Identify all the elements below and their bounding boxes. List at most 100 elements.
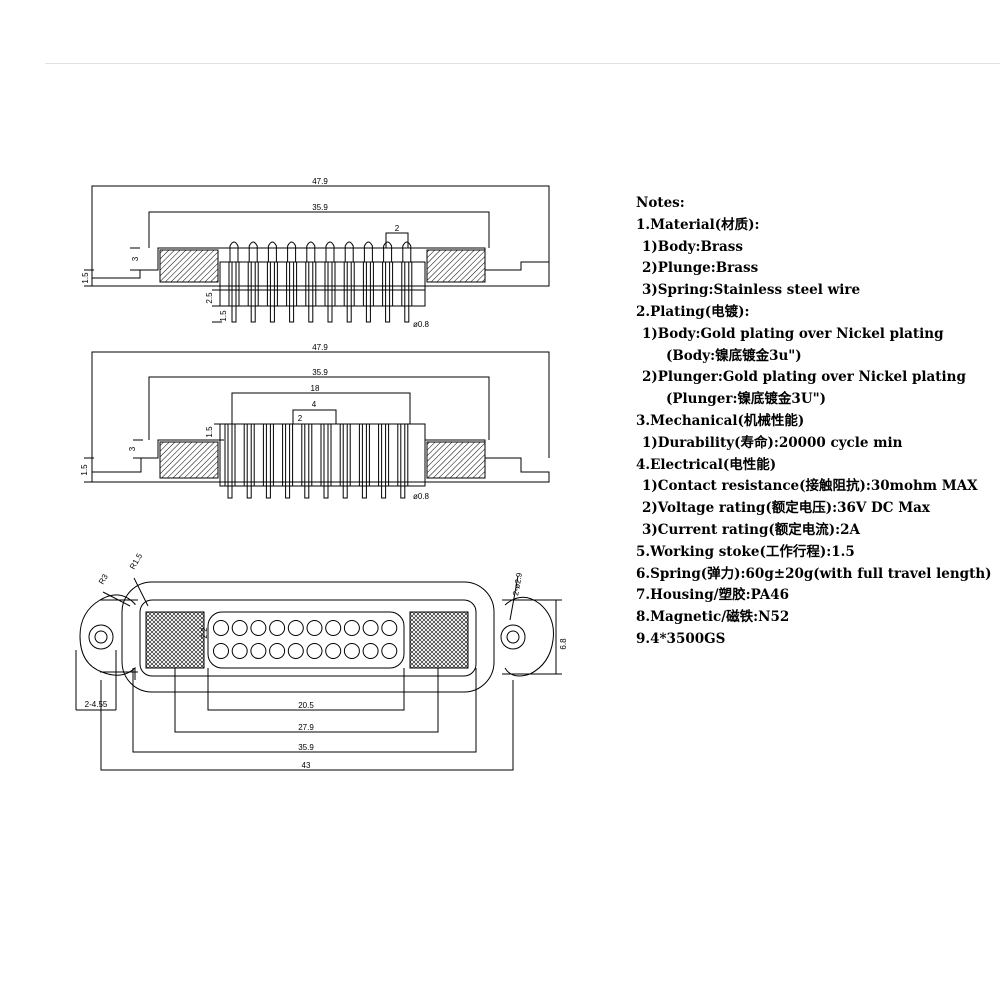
dim-height-1-5: 1.5 [81,272,90,284]
dim-height-6-8: 6.8 [559,638,568,650]
dim-pin-pitch: 2 [395,224,400,233]
notes-title: Notes: [636,195,685,211]
note-plating-body-cn: (Body:镍底镀金3u") [666,347,802,364]
note-working-stroke: 5.Working stoke(工作行程):1.5 [636,543,855,560]
dim-pin-diameter: ø0.8 [413,320,430,329]
front-pin-head [267,241,277,262]
front-pin-tail [289,305,295,323]
front-pin-tail [346,305,352,323]
note-spring-force: 6.Spring(弹力):60g±20g(with full travel le… [636,565,992,582]
note-housing: 7.Housing/塑胶:PA46 [636,587,789,604]
dim-side-pin-diameter: ø0.8 [413,492,430,501]
bottom-view [75,575,562,771]
side-pin-tail [323,485,329,499]
bottom-pin-contact [213,620,229,636]
bottom-pin-contact [362,620,379,636]
bottom-pin-contact [250,643,267,659]
side-pin-barrel [378,423,390,487]
bottom-pin-contact [306,620,323,636]
front-view-pins [228,241,413,323]
front-pin-barrel [324,261,336,307]
side-view-pins [224,423,409,499]
bottom-pin-contact [269,643,286,659]
front-pin-head [383,241,393,262]
side-pin-tail [227,485,233,499]
dim-height-3: 3 [131,256,140,261]
side-pin-barrel [224,423,236,487]
bottom-pin-contact [306,643,323,659]
note-plating-plunger-cn: (Plunger:镍底镀金3U") [666,391,827,408]
note-electrical: 4.Electrical(电性能) [636,456,777,473]
side-pin-barrel [262,423,274,487]
side-pin-barrel [320,423,332,487]
note-voltage-rating: 2)Voltage rating(额定电压):36V DC Max [642,500,930,517]
dim-housing-width: 35.9 [312,203,328,212]
front-pin-barrel [382,261,394,307]
front-pin-tail [385,305,391,323]
note-plating-body: 1)Body:Gold plating over Nickel plating [642,325,944,342]
bottom-pin-contact [287,620,304,636]
top-divider [45,63,1000,64]
bottom-pin-contact [381,620,398,636]
bottom-pin-contact [269,620,286,636]
dim-side-pitch-2: 2 [298,414,303,423]
note-durability: 1)Durability(寿命):20000 cycle min [642,434,903,451]
note-plating: 2.Plating(电镀): [636,303,750,320]
front-view [84,185,550,323]
side-pin-barrel [339,423,351,487]
side-pin-barrel [282,423,294,487]
dim-side-height-3: 3 [128,446,137,451]
dim-radius-r1-5: R1.5 [128,551,145,571]
front-pin-tail [327,305,333,323]
front-pin-barrel [305,261,317,307]
side-pin-tail [400,485,406,499]
dim-radius-r3: R3 [97,572,110,586]
front-pin-head [287,241,297,262]
note-contact-resistance: 1)Contact resistance(接触阻抗):30mohm MAX [642,478,978,495]
bottom-pin-contact [362,643,379,659]
side-pin-barrel [301,423,313,487]
dim-side-pin-span: 18 [311,384,320,393]
side-pin-barrel [397,423,409,487]
side-pin-tail [246,485,252,499]
bottom-pin-contact [287,643,304,659]
side-pin-tail [285,485,291,499]
front-pin-barrel [401,261,413,307]
dim-side-overall-width: 47.9 [312,343,328,352]
bottom-pin-contact [381,643,398,659]
bottom-pin-contact [231,643,248,659]
front-pin-head [344,241,354,262]
note-material-spring: 3)Spring:Stainless steel wire [642,282,861,299]
front-pin-tail [231,305,237,323]
front-pin-head [325,241,335,262]
dim-side-height-1-5-lower: 1.5 [80,464,89,476]
front-pin-barrel [266,261,278,307]
note-magnetic: 8.Magnetic/磁铁:N52 [636,609,790,626]
front-pin-head [306,241,316,262]
bottom-view-pin-grid [213,620,398,659]
front-pin-head [229,241,239,262]
bottom-pin-contact [213,643,229,659]
side-pin-tail [304,485,310,499]
notes-panel: Notes: 1.Material(材质): 1)Body:Brass 2)Pl… [636,193,996,651]
dim-height-2-5: 2.5 [205,292,214,304]
bottom-pin-contact [231,620,248,636]
dim-width-27-9: 27.9 [298,723,314,732]
dim-side-housing-width: 35.9 [312,368,328,377]
side-pin-tail [342,485,348,499]
side-pin-tail [361,485,367,499]
front-pin-barrel [362,261,374,307]
dim-width-43: 43 [302,761,311,770]
front-pin-tail [404,305,410,323]
dim-side-height-1-5-upper: 1.5 [205,426,214,438]
front-pin-barrel [228,261,240,307]
side-pin-barrel [358,423,370,487]
bottom-pin-contact [325,620,342,636]
bottom-pin-contact [343,643,360,659]
side-pin-tail [265,485,271,499]
front-pin-head [402,241,412,262]
note-material-plunge: 2)Plunge:Brass [642,260,759,277]
front-pin-barrel [247,261,259,307]
bottom-pin-contact [343,620,360,636]
